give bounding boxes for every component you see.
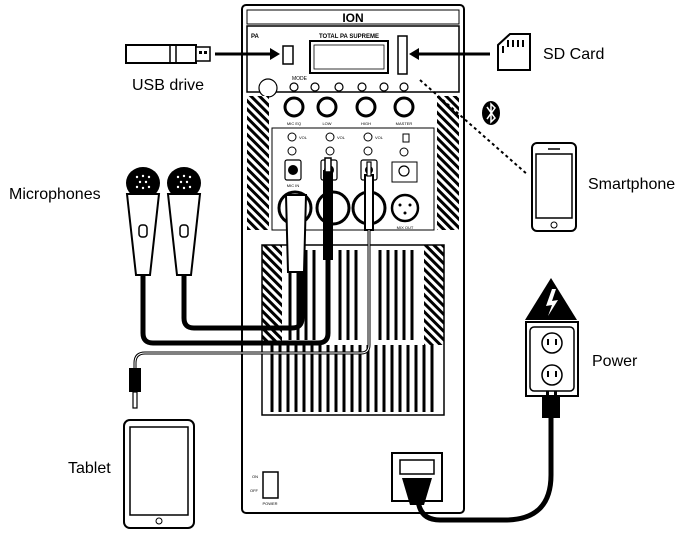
transport-buttons (289, 82, 409, 92)
power-label: Power (592, 353, 638, 370)
smartphone-label: Smartphone (588, 176, 676, 193)
vol-plus-3[interactable] (363, 132, 373, 142)
microphone-1 (125, 167, 161, 276)
mode-knob[interactable] (258, 78, 278, 98)
wall-outlet (525, 321, 579, 397)
low-knob[interactable] (316, 96, 338, 118)
sd-card-slot[interactable] (397, 35, 408, 75)
power-switch-label: POWER (262, 501, 277, 506)
knob-label-high: HIGH (361, 121, 371, 126)
mic-eq-knob[interactable] (283, 96, 305, 118)
quarter-inch-plug-mic (323, 170, 333, 260)
sd-arrow (409, 48, 490, 60)
knob-label-low: LOW (322, 121, 331, 126)
power-switch[interactable] (262, 471, 279, 499)
vol-label-2: VOL (337, 135, 346, 140)
high-voltage-warning-icon (525, 278, 577, 320)
sd-card-label: SD Card (543, 46, 605, 63)
volume-buttons (287, 132, 373, 156)
tablet-label: Tablet (68, 460, 111, 477)
led-indicator (402, 133, 410, 143)
lower-grille-left (262, 245, 282, 345)
usb-drive (125, 44, 211, 64)
master-knob[interactable] (393, 96, 415, 118)
iec-plug (402, 478, 432, 505)
sd-card (497, 33, 531, 71)
right-grille (437, 96, 459, 230)
model-title: TOTAL PA SUPREME (319, 34, 379, 40)
bluetooth-button[interactable] (399, 82, 409, 92)
mic-1-jack[interactable] (288, 165, 298, 175)
light-mode-button[interactable] (398, 165, 410, 177)
vol-minus-2[interactable] (325, 146, 335, 156)
smartphone-device (531, 142, 577, 232)
vol-label-3: VOL (375, 135, 384, 140)
power-cable (413, 418, 554, 523)
mode-button[interactable] (289, 82, 299, 92)
lower-grille-right (424, 245, 444, 345)
power-off-label: OFF (250, 488, 259, 493)
vol-minus-3[interactable] (363, 146, 373, 156)
bluetooth-icon (482, 101, 500, 125)
mix-out-label: MIX OUT (397, 225, 414, 230)
mic-1-cable (140, 200, 331, 346)
vent-lines (270, 250, 434, 412)
play-button[interactable] (334, 82, 344, 92)
knob-label-mic-eq: MIC EQ (287, 121, 301, 126)
prev-button[interactable] (310, 82, 320, 92)
mic-2-cable (181, 272, 305, 331)
aux-plug (364, 174, 374, 231)
brand-logo: ION (342, 11, 363, 25)
xlr-plug (284, 194, 308, 273)
tablet-plug (129, 368, 141, 409)
tablet-device (123, 419, 195, 529)
mic-in-label: MIC IN (287, 183, 300, 188)
vol-label-1: VOL (299, 135, 308, 140)
next-button[interactable] (379, 82, 389, 92)
stop-button[interactable] (357, 82, 367, 92)
high-knob[interactable] (355, 96, 377, 118)
left-grille (247, 96, 269, 230)
vol-minus-1[interactable] (287, 146, 297, 156)
microphone-2 (166, 167, 202, 276)
usb-drive-label: USB drive (132, 77, 205, 94)
vol-plus-1[interactable] (287, 132, 297, 142)
knob-label-master: MASTER (396, 121, 413, 126)
knob-row (283, 96, 415, 118)
microphones-label: Microphones (9, 186, 101, 203)
vol-plus-2[interactable] (325, 132, 335, 142)
usb-arrow (215, 48, 280, 60)
usb-port[interactable] (282, 45, 294, 65)
mix-out-jack[interactable] (390, 193, 420, 223)
power-plug (542, 391, 560, 418)
link-button[interactable] (399, 147, 409, 157)
model-code: PA (251, 34, 260, 40)
mode-label: MODE (292, 76, 308, 82)
power-on-label: ON (252, 474, 258, 479)
